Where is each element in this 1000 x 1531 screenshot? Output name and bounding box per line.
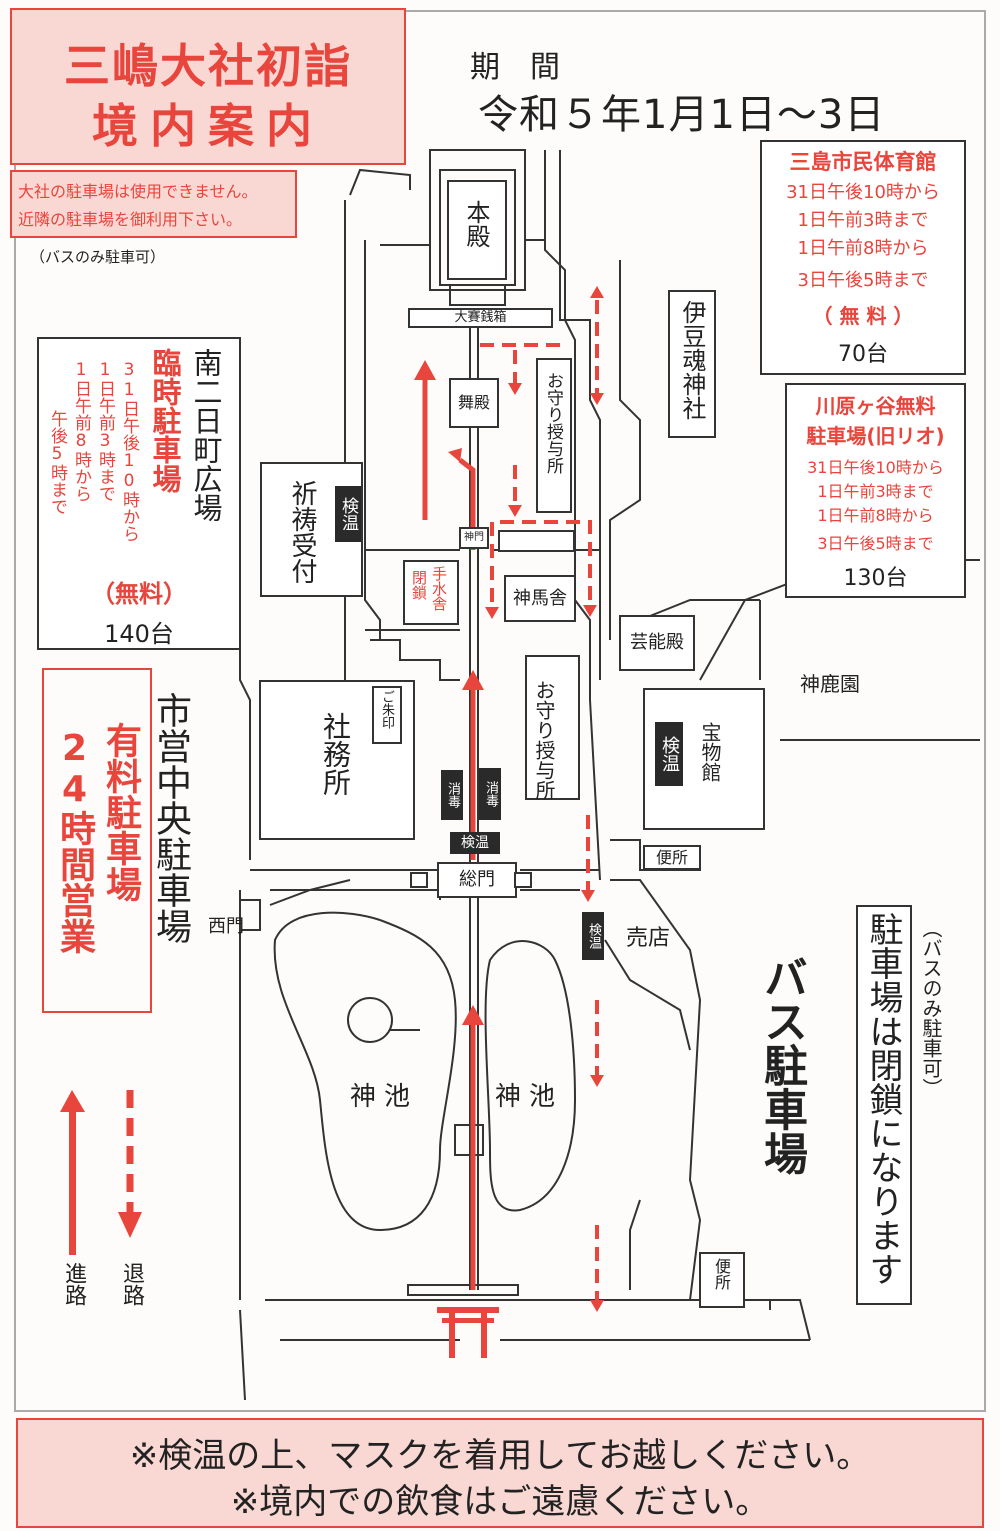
shinmon: 神門 [459, 527, 489, 549]
saisen-box: 大賽銭箱 [408, 308, 553, 328]
shodoku-right: 消毒 [479, 768, 501, 820]
minami-hours-3: 1日午前8時から [71, 360, 91, 502]
city-paid-box [42, 668, 152, 1013]
somon-post-left [410, 872, 428, 888]
minami-temp-label: 臨時駐車場 [148, 348, 182, 493]
somon-gate: 総門 [437, 862, 517, 898]
honden-label: 本殿 [462, 200, 490, 248]
route-arrows [414, 360, 484, 1290]
city-hours: 24時間営業 [54, 728, 95, 954]
gym-parking-box [760, 140, 966, 375]
omamori-2 [525, 655, 580, 800]
minami-name: 南二日町広場 [189, 348, 223, 522]
gym-fee: （ 無 料 ） [812, 304, 914, 328]
nishimon-label: 西門 [208, 916, 244, 937]
shodoku-left: 消毒 [441, 770, 463, 820]
city-paid-label: 有料駐車場 [100, 722, 141, 902]
footer-box [16, 1418, 984, 1528]
shinmon-wing [498, 530, 575, 552]
map-frame [14, 10, 986, 1412]
kenon-homotsu: 検温 [655, 722, 683, 786]
honden [447, 180, 507, 280]
parking-note-line1: 大社の駐車場は使用できません。 [18, 182, 258, 201]
shamusho-label: 社務所 [319, 712, 352, 796]
shinme-building: 神馬舎 [504, 575, 576, 622]
bus-closed-box [856, 905, 912, 1305]
kenon-kito: 検温 [335, 486, 361, 542]
minami-hours-2: 1日午前3時まで [95, 360, 115, 502]
shinrokuen-label: 神鹿園 [800, 672, 860, 696]
goshuin-label: ご朱印 [379, 690, 394, 729]
minami-parking-box [37, 337, 241, 650]
minami-hours-1: 31日午後10時から [119, 360, 139, 542]
period-dates: 令和５年1月1日～3日 [478, 92, 886, 138]
kenon-main: 検温 [450, 832, 500, 854]
baiten-label: 売店 [626, 926, 671, 951]
kawara-count: 130台 [843, 566, 908, 591]
omamori-2-label: お守り授与所 [532, 680, 556, 800]
legend-enter: 進路 [61, 1262, 86, 1306]
exit-arrows [480, 300, 599, 1305]
maiden: 舞殿 [449, 378, 499, 428]
kito-label: 祈祷受付 [287, 480, 317, 584]
somon-post-right [514, 872, 532, 888]
kawara-hours-2: 1日午前3時まで [817, 482, 934, 501]
benjo-2-label: 便所 [712, 1258, 731, 1290]
footer-line2: ※境内での飲食はご遠慮ください。 [230, 1482, 770, 1522]
temizu-label: 手水舎 [430, 566, 448, 611]
parking-note-bus: （バスのみ駐車可） [30, 248, 166, 266]
goshuin-box [372, 686, 402, 744]
kawara-name-1: 川原ヶ谷無料 [815, 394, 936, 418]
minami-hours-4: 午後5時まで [47, 410, 67, 515]
kawara-name-2: 駐車場(旧リオ) [806, 424, 945, 448]
omamori-1-label: お守り授与所 [543, 372, 563, 474]
minami-count: 140台 [104, 620, 174, 648]
bus-closed-text: 駐車場は閉鎖になります [863, 912, 903, 1286]
parking-note-line2: 近隣の駐車場を御利用下さい。 [18, 210, 243, 229]
bus-parking-name: バス駐車場 [756, 955, 807, 1175]
temizu-building [403, 560, 459, 625]
izu-shrine [668, 290, 716, 438]
city-parking-name: 市営中央駐車場 [150, 692, 191, 944]
period-label: 期 間 [470, 50, 560, 85]
bus-note: （バスのみ駐車可） [919, 918, 943, 1098]
page-title-line1: 三嶋大社初詣 [64, 39, 352, 93]
title-box [10, 8, 406, 165]
kawara-hours-3: 1日午前8時から [817, 506, 934, 525]
kenon-baiten: 検温 [582, 912, 604, 960]
kawara-parking-box [785, 383, 966, 598]
torii-icon [437, 1307, 499, 1358]
kawara-hours-1: 31日午後10時から [807, 458, 944, 477]
shinchi-left-label: 神池 [350, 1082, 419, 1112]
gym-name: 三島市民体育館 [789, 150, 937, 174]
kawara-hours-4: 3日午後5時まで [817, 534, 934, 553]
gym-hours-1: 31日午後10時から [786, 182, 940, 203]
geino-building: 芸能殿 [619, 615, 695, 671]
gym-hours-4: 3日午後5時まで [797, 270, 929, 291]
omamori-1 [536, 358, 572, 513]
gym-count: 70台 [838, 342, 888, 367]
parking-note-box [10, 170, 297, 238]
gym-hours-2: 1日午前3時まで [797, 210, 929, 231]
page-title-line2: 境内案内 [92, 99, 324, 153]
legend-exit: 退路 [119, 1262, 144, 1306]
gym-hours-3: 1日午前8時から [797, 238, 929, 259]
izu-shrine-label: 伊豆魂神社 [678, 300, 706, 420]
homotsu-label: 宝物館 [698, 722, 722, 782]
benjo-2 [699, 1252, 745, 1308]
heisa-label: 閉鎖 [410, 570, 428, 600]
minami-fee: （無料） [91, 580, 187, 608]
footer-line1: ※検温の上、マスクを着用してお越しください。 [129, 1436, 871, 1476]
shinchi-right-label: 神池 [495, 1082, 564, 1112]
benjo-1: 便所 [643, 845, 701, 870]
